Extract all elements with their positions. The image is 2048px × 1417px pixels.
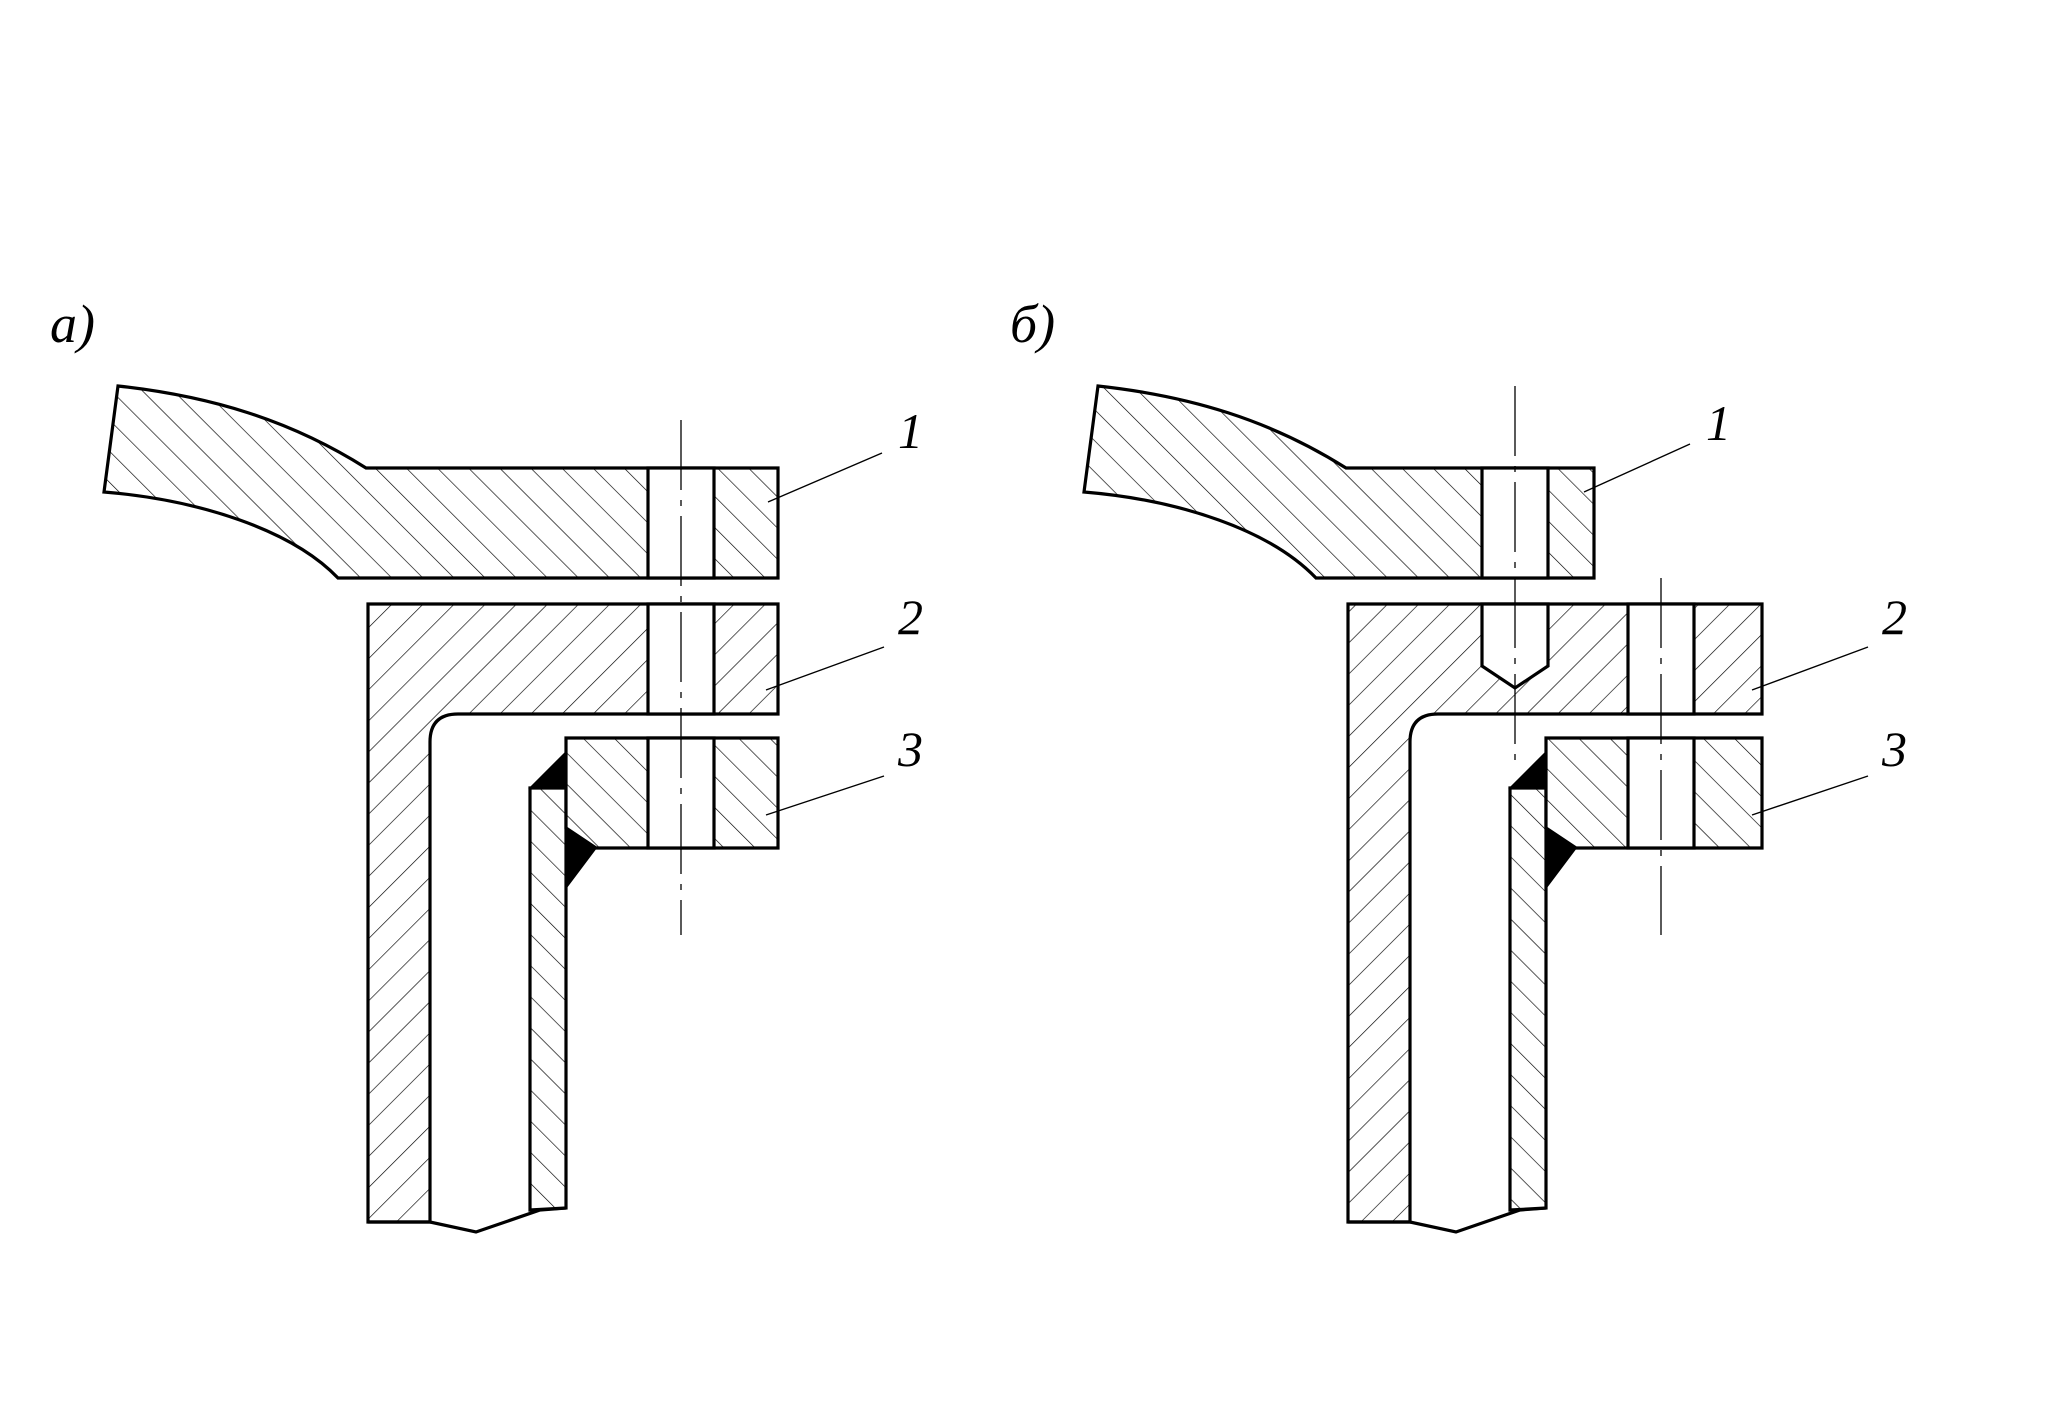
panel-b: б) 1 2 3 <box>1010 294 1907 1234</box>
panel-a: а) 1 2 3 <box>50 294 923 1234</box>
panel-b-part-2 <box>1346 602 1764 1224</box>
panel-a-callout-2: 2 <box>898 589 923 645</box>
panel-b-leader-1 <box>1583 443 1691 493</box>
panel-a-label: а) <box>50 294 95 354</box>
panel-b-part-1 <box>1082 384 1596 580</box>
panel-b-callout-2: 2 <box>1882 589 1907 645</box>
panel-b-callout-3: 3 <box>1881 721 1907 777</box>
panel-b-leader-2 <box>1751 646 1869 691</box>
panel-b-leader-3 <box>1751 775 1869 816</box>
panel-a-leader-1 <box>767 452 883 503</box>
panel-b-tube-wall <box>1508 786 1548 1212</box>
panel-b-weld-top <box>1508 750 1547 789</box>
panel-a-leader-3 <box>765 775 885 816</box>
panel-a-part-1 <box>102 384 780 580</box>
panel-a-leader-2 <box>765 646 885 691</box>
panel-a-weld-bottom <box>565 826 598 891</box>
panel-a-part-2 <box>366 602 780 1224</box>
panel-a-callout-3: 3 <box>897 721 923 777</box>
panel-a-weld-top <box>528 750 567 789</box>
panel-b-callout-1: 1 <box>1706 395 1731 451</box>
panel-a-callout-1: 1 <box>898 403 923 459</box>
panel-a-tube-wall <box>528 786 568 1212</box>
panel-b-weld-bottom <box>1545 826 1578 891</box>
panel-b-label: б) <box>1010 294 1055 354</box>
